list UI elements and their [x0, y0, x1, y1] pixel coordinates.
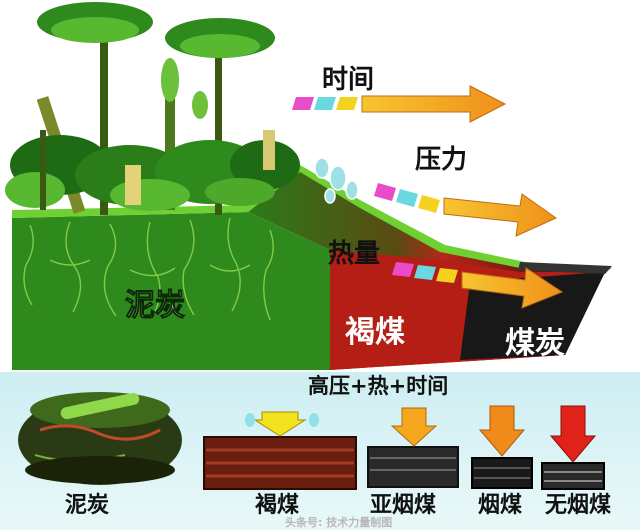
time-arrow: 时间 [292, 65, 507, 123]
stage-label-bituminous: 烟煤 [478, 492, 522, 518]
forest-vegetation [5, 2, 300, 215]
water-splash [314, 157, 359, 204]
roots [23, 217, 274, 321]
coal-layer-label: 煤炭 [505, 326, 565, 361]
peat-layer-label: 泥炭 [125, 288, 185, 323]
lignite-layer-label: 褐煤 [345, 315, 405, 350]
heat-arrow: 热量 [328, 239, 564, 309]
watermark: 头条号: 技术力量制图 [285, 515, 392, 529]
coal-top-edge [518, 262, 612, 274]
peat-layer-front [12, 212, 330, 370]
stage-subbituminous-graphic [367, 407, 459, 488]
stage-bituminous-graphic [471, 405, 533, 489]
pressure-label: 压力 [415, 145, 467, 175]
stage-lignite-graphic [203, 411, 357, 490]
process-label: 高压+热+时间 [308, 374, 448, 398]
pressure-arrow: 压力 [374, 145, 558, 237]
time-label: 时间 [322, 65, 374, 95]
stage-label-subbituminous: 亚烟煤 [370, 492, 436, 518]
heat-label: 热量 [328, 239, 380, 269]
stage-anthracite-graphic [541, 405, 605, 490]
stage-label-peat: 泥炭 [65, 492, 109, 518]
stage-label-anthracite: 无烟煤 [545, 492, 611, 518]
coal-layer [460, 272, 605, 360]
stage-label-lignite: 褐煤 [254, 492, 299, 518]
stage-peat-graphic [18, 392, 182, 485]
